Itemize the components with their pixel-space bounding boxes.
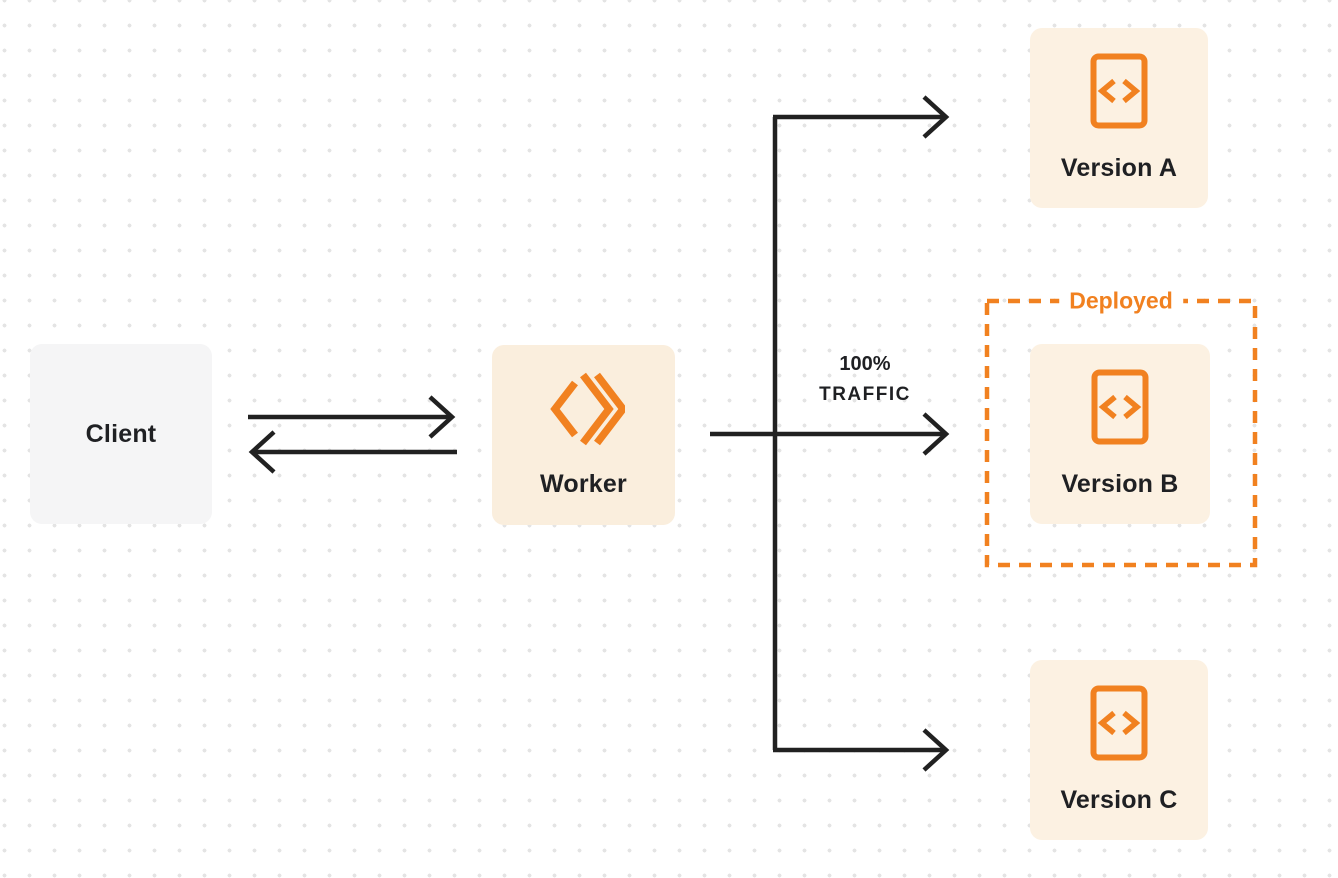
traffic-percent-text: 100% [839, 353, 891, 375]
client-node: Client [30, 344, 212, 524]
client-node-label: Client [85, 419, 157, 448]
version-a-node: Version A [1030, 28, 1208, 208]
deployed-tag: Deployed [1059, 285, 1183, 317]
traffic-word-text: TRAFFIC [819, 384, 911, 405]
version-b-node-label: Version B [1061, 470, 1179, 498]
version-c-node-label: Version C [1060, 786, 1178, 814]
version-b-node: Version B [1030, 344, 1210, 524]
arrow-to-version-a [773, 95, 950, 139]
worker-node: Worker [492, 345, 675, 525]
code-file-icon [1090, 53, 1148, 134]
code-file-icon [1091, 369, 1149, 450]
traffic-annotation: 100% TRAFFIC [785, 349, 945, 411]
worker-to-client-arrow [248, 430, 457, 474]
arrow-to-version-c [773, 728, 950, 772]
version-a-node-label: Version A [1060, 154, 1178, 182]
workers-logo-icon [543, 369, 628, 454]
code-file-icon [1090, 685, 1148, 766]
worker-node-label: Worker [540, 470, 627, 498]
client-to-worker-arrow [248, 395, 456, 439]
arrow-to-version-b [710, 412, 950, 456]
version-c-node: Version C [1030, 660, 1208, 840]
